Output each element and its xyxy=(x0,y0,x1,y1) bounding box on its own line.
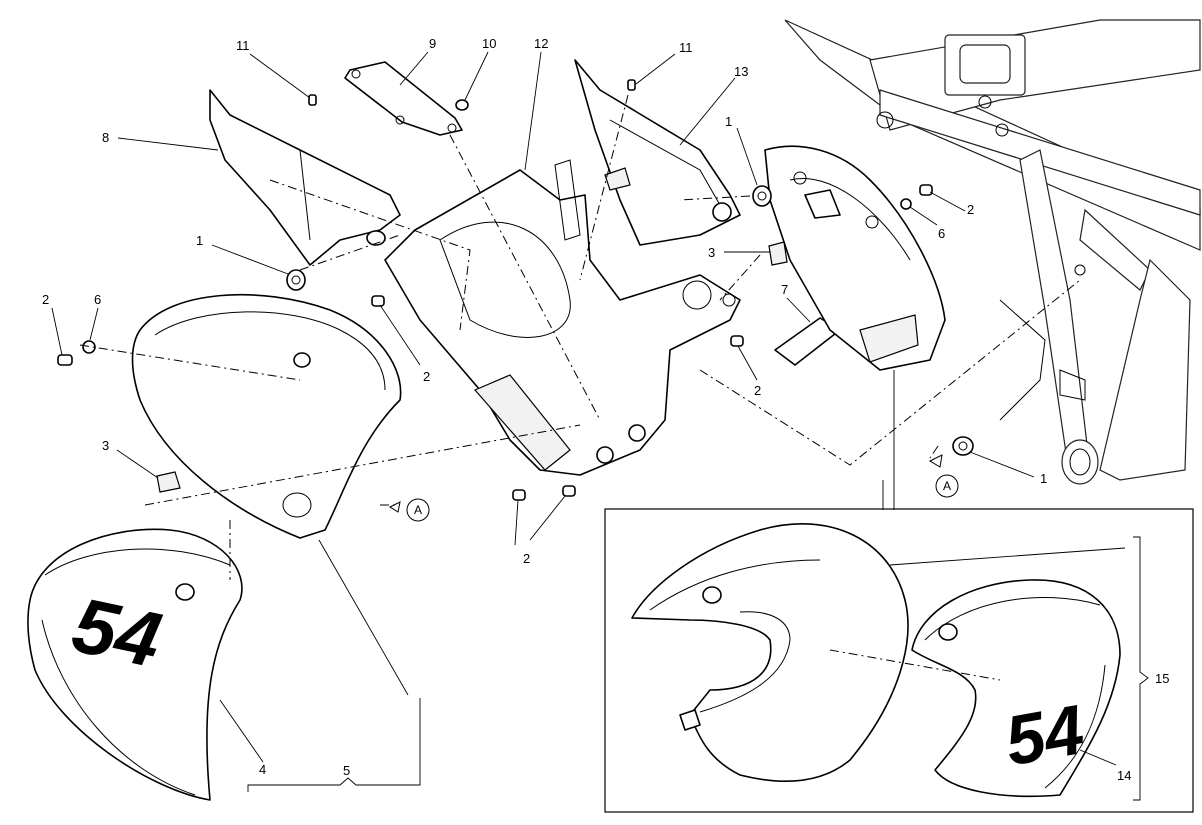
frame-structure xyxy=(784,19,1201,485)
grommet-1-upper xyxy=(752,185,772,207)
assembly-lines xyxy=(79,94,1081,681)
callout-9: 9 xyxy=(429,36,436,51)
leader-lines xyxy=(51,51,1126,766)
clip-3-right xyxy=(768,241,788,266)
callout-8: 8 xyxy=(102,130,109,145)
screw-2-right-mid xyxy=(730,335,744,347)
callout-3: 3 xyxy=(708,245,715,260)
callout-13: 13 xyxy=(734,64,748,79)
callout-3: 3 xyxy=(102,438,109,453)
callout-2: 2 xyxy=(523,551,530,566)
part-10-grommet xyxy=(455,99,469,111)
callout-11: 11 xyxy=(679,40,693,55)
callout-1: 1 xyxy=(725,114,732,129)
screw-2-right-upper xyxy=(900,184,933,210)
svg-text:A: A xyxy=(414,503,422,517)
part-13-inner-panel xyxy=(574,59,741,246)
view-marker-a-right: A xyxy=(928,454,959,498)
callout-2: 2 xyxy=(967,202,974,217)
screw-2-far-left xyxy=(57,340,96,366)
screw-2-bottom-pair xyxy=(512,485,576,501)
screw-11-left xyxy=(308,94,317,106)
left-side-panel xyxy=(131,293,402,539)
callout-2: 2 xyxy=(754,383,761,398)
callout-7: 7 xyxy=(781,282,788,297)
part-4-number-decal: 54 xyxy=(27,528,243,801)
right-side-panel xyxy=(764,145,946,371)
grommet-1-lower xyxy=(952,436,974,456)
callout-1: 1 xyxy=(1040,471,1047,486)
clip-3-left xyxy=(156,471,181,493)
callout-labels: 11 9 10 12 11 13 8 1 1 2 6 3 2 2 2 3 7 2… xyxy=(42,36,1169,783)
part-8-upper-cover xyxy=(209,89,401,266)
svg-text:A: A xyxy=(943,479,951,493)
inset-detail-box xyxy=(604,508,1194,813)
decal-number-left: 54 xyxy=(65,580,168,684)
callout-5: 5 xyxy=(343,763,350,778)
inset-helmet-cover xyxy=(631,523,909,783)
grommet-1-left xyxy=(286,269,306,291)
part-12-central-tray xyxy=(384,159,741,476)
brace-5 xyxy=(247,698,421,792)
callout-2: 2 xyxy=(42,292,49,307)
view-marker-a-left: A xyxy=(388,498,430,522)
callout-14: 14 xyxy=(1117,768,1131,783)
callout-12: 12 xyxy=(534,36,548,51)
screw-11-right xyxy=(627,79,636,91)
inset-number-decal: 54 xyxy=(911,579,1121,798)
callout-6: 6 xyxy=(94,292,101,307)
callout-4: 4 xyxy=(259,762,266,777)
part-9-bracket xyxy=(344,61,463,136)
decal-number-right: 54 xyxy=(999,690,1089,780)
callout-1: 1 xyxy=(196,233,203,248)
callout-15: 15 xyxy=(1155,671,1169,686)
callout-2: 2 xyxy=(423,369,430,384)
callout-10: 10 xyxy=(482,36,496,51)
callout-11: 11 xyxy=(236,38,250,53)
callout-6: 6 xyxy=(938,226,945,241)
brace-15 xyxy=(1133,536,1149,801)
screw-2-center xyxy=(371,295,385,307)
